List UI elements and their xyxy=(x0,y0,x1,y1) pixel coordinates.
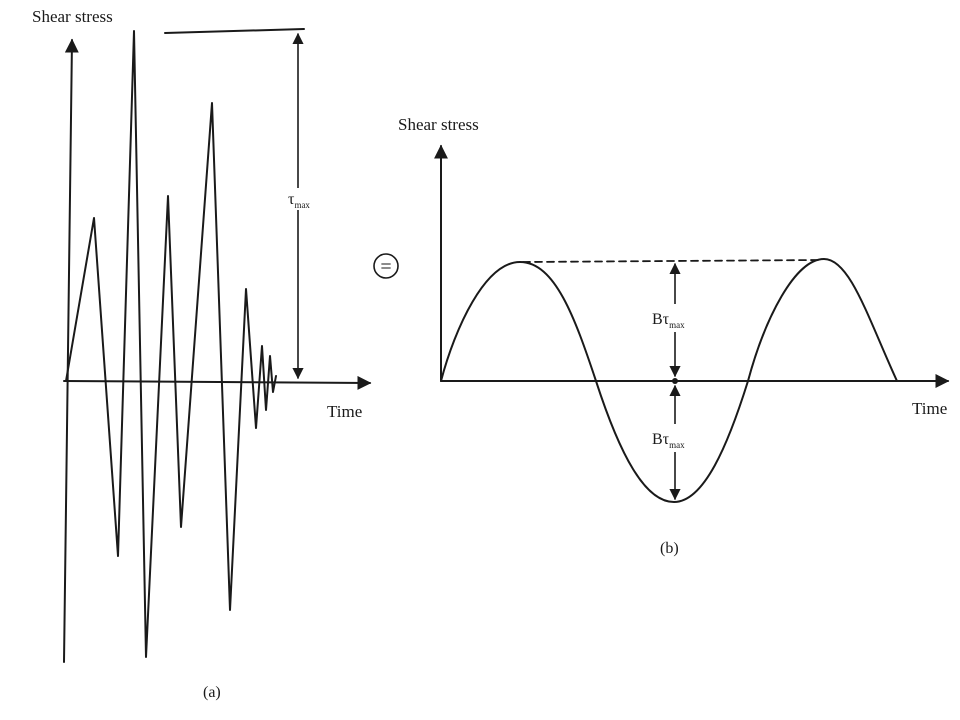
equivalence-sign: = xyxy=(373,253,399,279)
panel-b-uniform-cycle xyxy=(440,258,898,503)
panel-a-x-axis-label: Time xyxy=(327,402,362,421)
panel-b-upper-subscript: max xyxy=(669,320,685,330)
equivalence-symbol: = xyxy=(380,256,391,278)
panel-b-y-axis-label: Shear stress xyxy=(398,115,479,134)
panel-b: Bτmax Bτmax Shear stress Time (b) xyxy=(398,115,950,557)
panel-a: τmax Shear stress Time (a) xyxy=(32,7,372,701)
panel-a-tau-symbol: τ xyxy=(288,191,295,208)
panel-b-upper-symbol: Bτ xyxy=(652,311,670,328)
panel-b-lower-symbol: Bτ xyxy=(652,431,670,448)
panel-b-lower-subscript: max xyxy=(669,440,685,450)
panel-a-x-axis xyxy=(63,375,372,390)
panel-a-y-axis xyxy=(63,38,79,663)
panel-b-peak-dashed-line xyxy=(522,259,823,263)
svg-text:Bτmax: Bτmax xyxy=(652,431,685,450)
panel-a-y-axis-label: Shear stress xyxy=(32,7,113,26)
svg-text:τmax: τmax xyxy=(288,191,310,210)
panel-a-peak-reference-line xyxy=(164,28,305,34)
panel-b-x-axis-label: Time xyxy=(912,399,947,418)
panel-b-caption: (b) xyxy=(660,540,679,557)
svg-text:Bτmax: Bτmax xyxy=(652,311,685,330)
panel-a-stress-record xyxy=(65,30,277,658)
panel-a-tau-subscript: max xyxy=(294,200,310,210)
panel-a-caption: (a) xyxy=(203,684,221,701)
